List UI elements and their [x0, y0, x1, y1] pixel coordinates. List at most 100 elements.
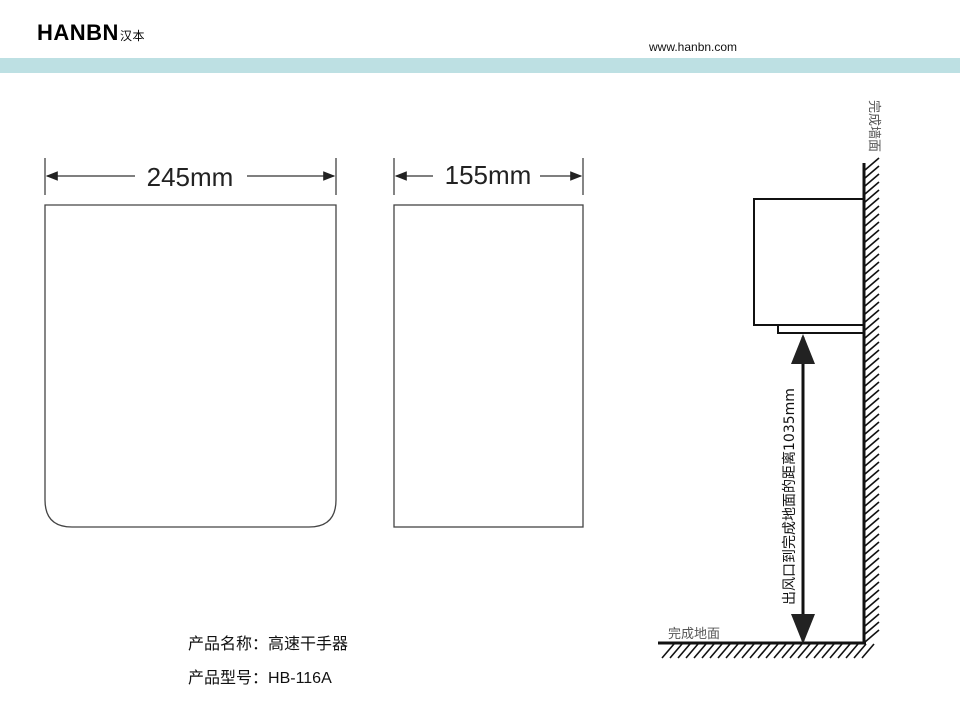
brand-logo: HANBN汉本 [37, 20, 145, 46]
product-name-label: 产品名称： [188, 636, 269, 653]
wall-hatch-line [864, 517, 880, 531]
wall-hatch-line [864, 197, 880, 211]
floor-hatch-line [789, 643, 803, 659]
wall-hatch-line [864, 277, 880, 291]
width-dimension-label: 245mm [147, 162, 234, 192]
side-outline [393, 204, 584, 528]
wall-hatch-line [864, 293, 880, 307]
wall-hatch-line [864, 493, 880, 507]
wall-hatch-line [864, 581, 880, 595]
product-model: HB-116A [268, 670, 332, 687]
product-model-label: 产品型号： [188, 670, 269, 687]
wall-hatch-line [864, 245, 880, 259]
installation-view: 出风口到完成地面的距离1035mm 完成墙面 完成地面 [658, 100, 881, 659]
wall-hatch-line [864, 549, 880, 563]
wall-hatch-line [864, 621, 880, 635]
wall-hatch-line [864, 405, 880, 419]
wall-hatch-line [864, 157, 880, 171]
dryer-side-outline [753, 198, 865, 326]
floor-hatch-line [861, 643, 875, 659]
header-band [0, 58, 960, 73]
wall-hatch-line [864, 429, 880, 443]
wall-hatch-line [864, 341, 880, 355]
wall-hatch-line [864, 301, 880, 315]
floor-hatch-line [829, 643, 843, 659]
wall-hatch-line [864, 189, 880, 203]
wall-hatch-line [864, 469, 880, 483]
wall-hatch-line [864, 629, 880, 643]
height-dimension-label: 出风口到完成地面的距离1035mm [781, 388, 798, 605]
depth-dimension-label: 155mm [445, 160, 532, 190]
wall-hatch-line [864, 525, 880, 539]
floor-hatch-line [677, 643, 691, 659]
wall-hatch-line [864, 597, 880, 611]
floor-hatch-line [765, 643, 779, 659]
website-url: www.hanbn.com [649, 40, 738, 54]
floor-hatch-line [797, 643, 811, 659]
wall-hatch-line [864, 325, 880, 339]
floor-hatch-line [813, 643, 827, 659]
wall-hatch-line [864, 397, 880, 411]
wall-hatch-line [864, 261, 880, 275]
wall-hatch-line [864, 317, 880, 331]
wall-hatch-line [864, 205, 880, 219]
wall-hatch-line [864, 565, 880, 579]
wall-hatch-line [864, 509, 880, 523]
wall-hatch-line [864, 541, 880, 555]
product-model-row: 产品型号：HB-116A [188, 664, 332, 688]
floor-hatch-line [661, 643, 675, 659]
wall-hatch-line [864, 309, 880, 323]
wall-hatch-line [864, 445, 880, 459]
wall-hatch-line [864, 333, 880, 347]
wall-hatch-line [864, 389, 880, 403]
wall-hatch-line [864, 365, 880, 379]
wall-hatch-line [864, 213, 880, 227]
product-name-row: 产品名称：高速干手器 [188, 630, 348, 654]
wall-hatch-line [864, 413, 880, 427]
product-name: 高速干手器 [268, 636, 349, 653]
front-view: 245mm [44, 158, 337, 528]
floor-hatch-line [837, 643, 851, 659]
wall-hatch-line [864, 229, 880, 243]
floor-hatch-line [701, 643, 715, 659]
floor-hatch-line [741, 643, 755, 659]
wall-hatch-line [864, 349, 880, 363]
floor-hatch-line [845, 643, 859, 659]
wall-label: 完成墙面 [866, 100, 881, 152]
wall-hatch-line [864, 373, 880, 387]
wall-hatch-line [864, 381, 880, 395]
wall-hatch-line [864, 285, 880, 299]
wall-hatch-line [864, 437, 880, 451]
floor-hatch-line [725, 643, 739, 659]
wall-hatch-line [864, 461, 880, 475]
wall-hatch-line [864, 605, 880, 619]
floor-hatch-line [749, 643, 763, 659]
wall-hatch-line [864, 357, 880, 371]
floor-hatch-line [821, 643, 835, 659]
wall-hatch-line [864, 269, 880, 283]
wall-hatch-line [864, 477, 880, 491]
wall-hatch-line [864, 485, 880, 499]
wall-hatch-line [864, 501, 880, 515]
wall-hatch-line [864, 453, 880, 467]
floor-hatch-line [685, 643, 699, 659]
wall-hatch-line [864, 221, 880, 235]
floor-hatch-line [693, 643, 707, 659]
wall-hatch-line [864, 573, 880, 587]
side-view: 155mm [393, 158, 584, 528]
floor-hatch-line [773, 643, 787, 659]
brand-name-cn: 汉本 [119, 29, 145, 43]
floor-hatch-line [669, 643, 683, 659]
floor-hatch-line [805, 643, 819, 659]
wall-hatch-line [864, 165, 880, 179]
wall-hatch-line [864, 557, 880, 571]
wall-hatch-line [864, 421, 880, 435]
floor-label: 完成地面 [668, 627, 720, 642]
front-outline [44, 204, 337, 528]
wall-hatch-line [864, 181, 880, 195]
wall-hatch-line [864, 589, 880, 603]
brand-name: HANBN [37, 20, 119, 45]
wall-hatch-line [864, 173, 880, 187]
wall-hatch-line [864, 533, 880, 547]
